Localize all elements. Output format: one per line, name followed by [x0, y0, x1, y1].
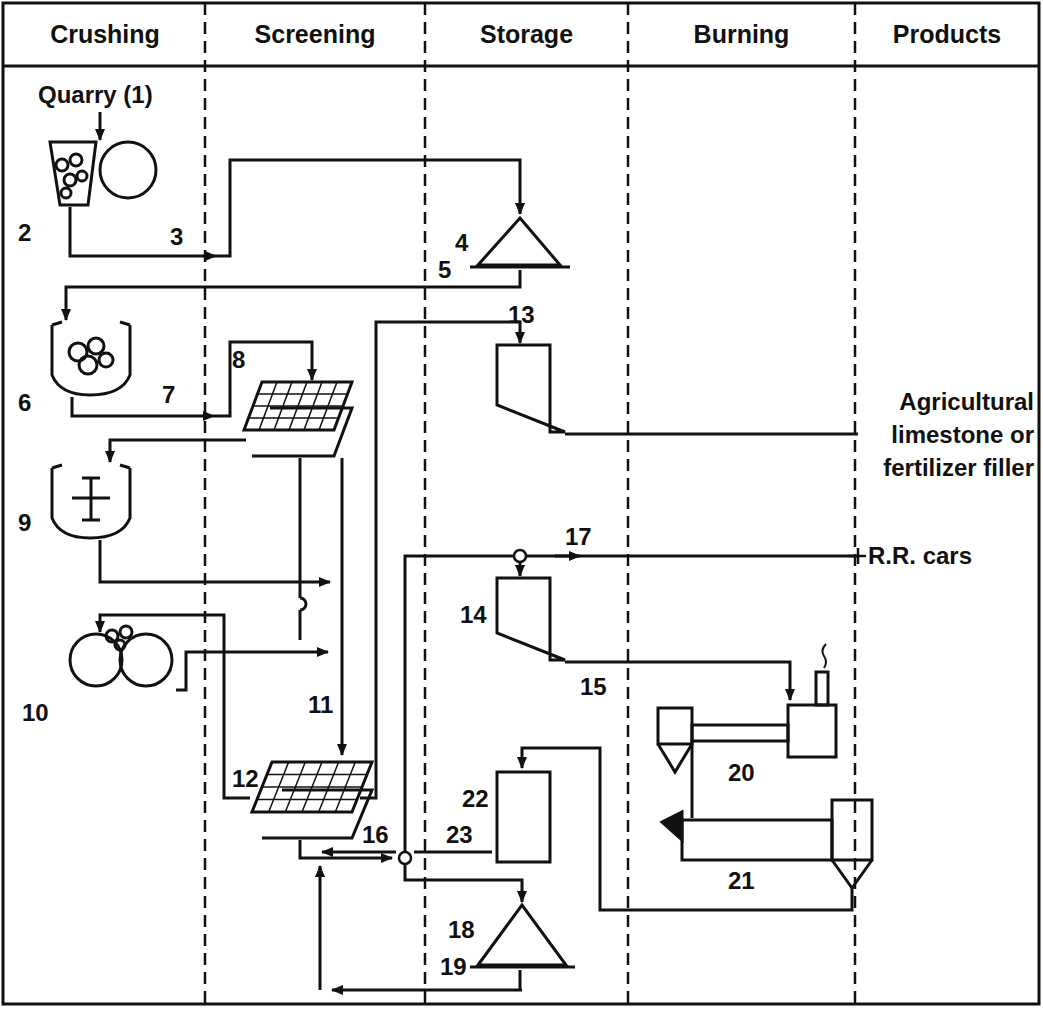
- header-text: Screening: [255, 20, 376, 49]
- callout-number: 16: [362, 820, 389, 850]
- header-text: Storage: [480, 20, 573, 49]
- callout-number: 22: [462, 784, 489, 814]
- product-label: Agricultural limestone or fertilizer fil…: [862, 385, 1034, 484]
- callout-number: 15: [580, 672, 607, 702]
- callout-number: 8: [232, 345, 245, 375]
- header-text: Crushing: [50, 20, 160, 49]
- source-label: R.R. cars: [868, 541, 972, 571]
- callout-number: 10: [22, 698, 49, 728]
- callout-number: 12: [232, 764, 259, 794]
- callout-number: 17: [565, 522, 592, 552]
- callout-number: 21: [728, 866, 755, 896]
- header-text: Burning: [694, 20, 790, 49]
- callout-number: 13: [508, 300, 535, 330]
- callout-number: 7: [162, 380, 175, 410]
- source-label: Quarry (1): [38, 80, 153, 110]
- column-header: Products: [857, 5, 1037, 63]
- callout-number: 11: [308, 690, 333, 720]
- callout-number: 4: [455, 228, 468, 258]
- column-header: Storage: [427, 5, 626, 63]
- callout-number: 2: [18, 218, 31, 248]
- callout-number: 9: [18, 508, 31, 538]
- callout-number: 3: [170, 222, 183, 252]
- header-text: Products: [893, 20, 1001, 49]
- callout-number: 14: [460, 600, 487, 630]
- callout-number: 6: [18, 388, 31, 418]
- callout-number: 20: [728, 758, 755, 788]
- column-header: Screening: [207, 5, 423, 63]
- callout-number: 5: [438, 255, 451, 285]
- column-header: Burning: [630, 5, 853, 63]
- callout-number: 23: [446, 820, 473, 850]
- column-header: Crushing: [7, 5, 203, 63]
- callout-number: 18: [448, 915, 475, 945]
- callout-number: 19: [440, 952, 467, 982]
